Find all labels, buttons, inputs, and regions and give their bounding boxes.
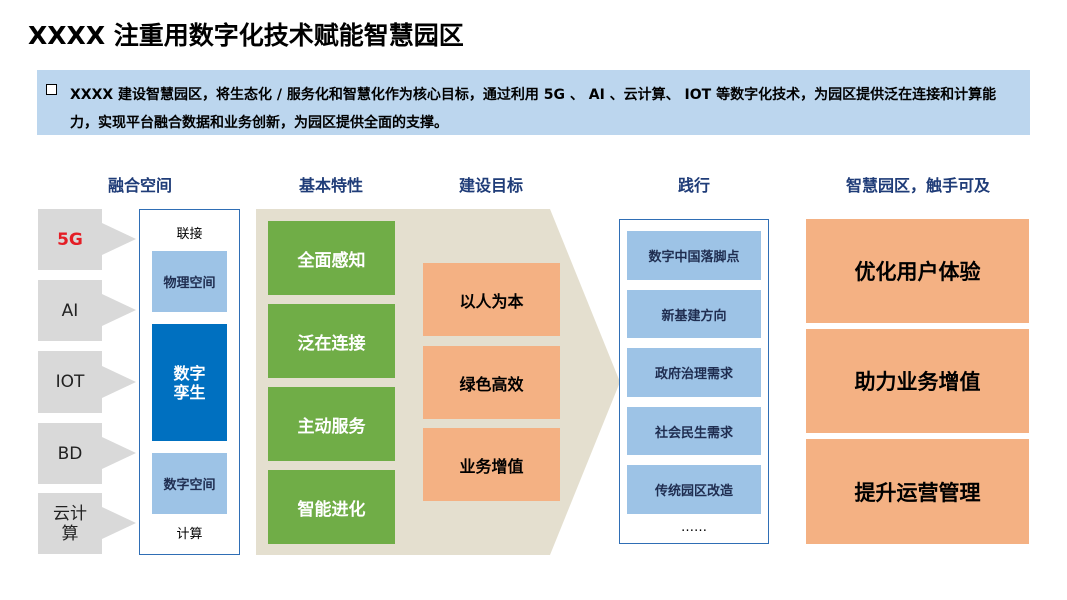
practice-item: 新基建方向	[627, 290, 761, 338]
header-smart: 智慧园区，触手可及	[845, 176, 990, 195]
tech-5g: 5G	[38, 209, 102, 270]
header-features: 基本特性	[298, 176, 363, 195]
arrow-right-icon	[102, 437, 136, 469]
practice-item: 社会民生需求	[627, 407, 761, 455]
practice-item: 政府治理需求	[627, 348, 761, 397]
feature-item: 全面感知	[268, 221, 395, 295]
outcome-item: 优化用户体验	[806, 219, 1029, 323]
feature-item: 智能进化	[268, 470, 395, 544]
arrow-right-icon	[102, 366, 136, 398]
practice-item: 数字中国落脚点	[627, 231, 761, 280]
arrow-right-icon	[102, 223, 136, 255]
fusion-top-label: 联接	[176, 227, 203, 242]
arrow-right-icon	[102, 294, 136, 326]
goal-item: 以人为本	[423, 263, 560, 336]
digital-twin-box: 数字孪生	[152, 324, 227, 441]
fusion-bottom-label: 计算	[176, 527, 203, 542]
practice-item: 传统园区改造	[627, 465, 761, 514]
goal-item: 绿色高效	[423, 346, 560, 419]
tech-ai: AI	[38, 280, 102, 341]
practice-ellipsis: ……	[681, 520, 707, 535]
square-bullet-icon	[46, 84, 57, 95]
outcome-item: 提升运营管理	[806, 439, 1029, 544]
header-goals: 建设目标	[458, 176, 523, 195]
goal-item: 业务增值	[423, 428, 560, 501]
tech-bd: BD	[38, 423, 102, 484]
digital-space-box: 数字空间	[152, 453, 227, 514]
outcome-item: 助力业务增值	[806, 329, 1029, 433]
summary-text: XXXX 建设智慧园区，将生态化 / 服务化和智慧化作为核心目标，通过利用 5G…	[70, 87, 997, 131]
header-fusion: 融合空间	[107, 176, 172, 195]
tech-iot: IOT	[38, 351, 102, 413]
tech-cloud: 云计算	[38, 493, 102, 554]
feature-item: 主动服务	[268, 387, 395, 461]
physical-space-box: 物理空间	[152, 251, 227, 312]
feature-item: 泛在连接	[268, 304, 395, 378]
summary-banner: XXXX 建设智慧园区，将生态化 / 服务化和智慧化作为核心目标，通过利用 5G…	[37, 70, 1030, 135]
arrow-right-icon	[102, 507, 136, 539]
page-title: XXXX 注重用数字化技术赋能智慧园区	[28, 21, 464, 50]
header-practice: 践行	[677, 176, 710, 195]
